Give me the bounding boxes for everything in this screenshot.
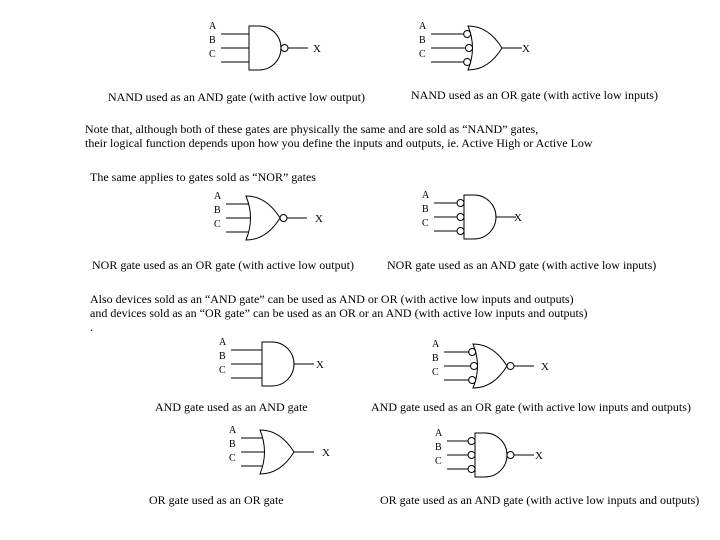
output-label: X [535, 450, 543, 462]
nor-or-gate: ABC X NOR gate used as an OR gate (with ac… [92, 191, 354, 272]
nand-note-line-2: their logical function depends upon how … [85, 136, 593, 150]
input-label-a: A [219, 337, 227, 348]
input-label-a: A [435, 428, 443, 439]
input-inversion-bubble [470, 362, 478, 370]
devices-note-line-2: and devices sold as an “OR gate” can be … [90, 306, 588, 320]
and-gate-body [248, 25, 282, 71]
input-label-c: C [209, 49, 216, 60]
input-label-b: B [419, 35, 426, 46]
input-label-b: B [229, 439, 236, 450]
input-inversion-bubble [468, 376, 477, 384]
input-label-b: B [219, 351, 226, 362]
gate-caption: NOR gate used as an OR gate (with active… [92, 258, 354, 272]
and-and-gate: ABC X AND gate used as an AND gate [155, 337, 324, 414]
nand-note-line-1: Note that, although both of these gates … [85, 122, 539, 136]
input-label-b: B [209, 35, 216, 46]
or-gate-body [245, 195, 281, 241]
output-label: X [316, 359, 324, 371]
input-inversion-bubble [463, 58, 472, 66]
devices-note-line-3: . [90, 320, 93, 334]
input-label-c: C [229, 453, 236, 464]
input-inversion-bubble [468, 348, 477, 356]
input-label-c: C [419, 49, 426, 60]
output-inversion-bubble [506, 362, 515, 370]
output-label: X [322, 447, 330, 459]
input-label-b: B [435, 442, 442, 453]
input-label-c: C [435, 456, 442, 467]
gate-caption: NAND used as an OR gate (with active low… [411, 88, 658, 102]
and-gate-body [261, 341, 295, 387]
gate-caption: AND gate used as an OR gate (with active… [371, 400, 691, 414]
input-label-c: C [219, 365, 226, 376]
or-and-gate: ABC X OR gate used as an AND gate (with ac… [380, 428, 699, 507]
and-or-gate: ABC X AND gate used as an OR gate (with ac… [371, 339, 691, 414]
and-gate-body [463, 194, 497, 240]
or-gate-body [467, 25, 503, 71]
input-label-a: A [419, 21, 427, 32]
input-label-a: A [432, 339, 440, 350]
gate-caption: OR gate used as an OR gate [149, 493, 284, 507]
input-inversion-bubble [465, 44, 473, 52]
input-label-a: A [214, 191, 222, 202]
input-label-a: A [229, 425, 237, 436]
or-gate-body [259, 429, 295, 475]
output-label: X [315, 213, 323, 225]
input-inversion-bubble [456, 199, 465, 207]
or-gate-body [472, 343, 508, 389]
nand-or-gate: ABC X NAND used as an OR gate (with active… [411, 21, 658, 102]
gate-caption: NOR gate used as an AND gate (with activ… [387, 258, 656, 272]
input-inversion-bubble [456, 213, 465, 221]
nor-note: The same applies to gates sold as “NOR” … [90, 170, 316, 184]
and-gate-body [474, 432, 508, 478]
nor-and-gate: ABC X NOR gate used as an AND gate (with a… [387, 190, 656, 272]
devices-note: Also devices sold as an “AND gate” can b… [90, 292, 588, 334]
or-or-gate: ABC X OR gate used as an OR gate [149, 425, 330, 507]
input-label-a: A [209, 21, 217, 32]
input-label-a: A [422, 190, 430, 201]
input-label-b: B [214, 205, 221, 216]
input-inversion-bubble [463, 30, 472, 38]
output-inversion-bubble [280, 44, 289, 52]
output-label: X [313, 43, 321, 55]
nand-and-gate: ABC X NAND used as an AND gate (with activ… [108, 21, 365, 104]
input-label-c: C [432, 367, 439, 378]
output-inversion-bubble [506, 451, 515, 459]
gate-caption: AND gate used as an AND gate [155, 400, 308, 414]
input-label-b: B [432, 353, 439, 364]
nand-note: Note that, although both of these gates … [85, 122, 593, 150]
output-label: X [541, 361, 549, 373]
input-inversion-bubble [467, 465, 476, 473]
input-inversion-bubble [467, 451, 476, 459]
output-label: X [514, 212, 522, 224]
gate-caption: NAND used as an AND gate (with active lo… [108, 90, 365, 104]
devices-note-line-1: Also devices sold as an “AND gate” can b… [90, 292, 574, 306]
output-label: X [522, 43, 530, 55]
input-label-c: C [214, 219, 221, 230]
input-label-c: C [422, 218, 429, 229]
input-inversion-bubble [456, 227, 465, 235]
output-inversion-bubble [279, 214, 288, 222]
input-label-b: B [422, 204, 429, 215]
input-inversion-bubble [467, 437, 476, 445]
gate-caption: OR gate used as an AND gate (with active… [380, 493, 699, 507]
